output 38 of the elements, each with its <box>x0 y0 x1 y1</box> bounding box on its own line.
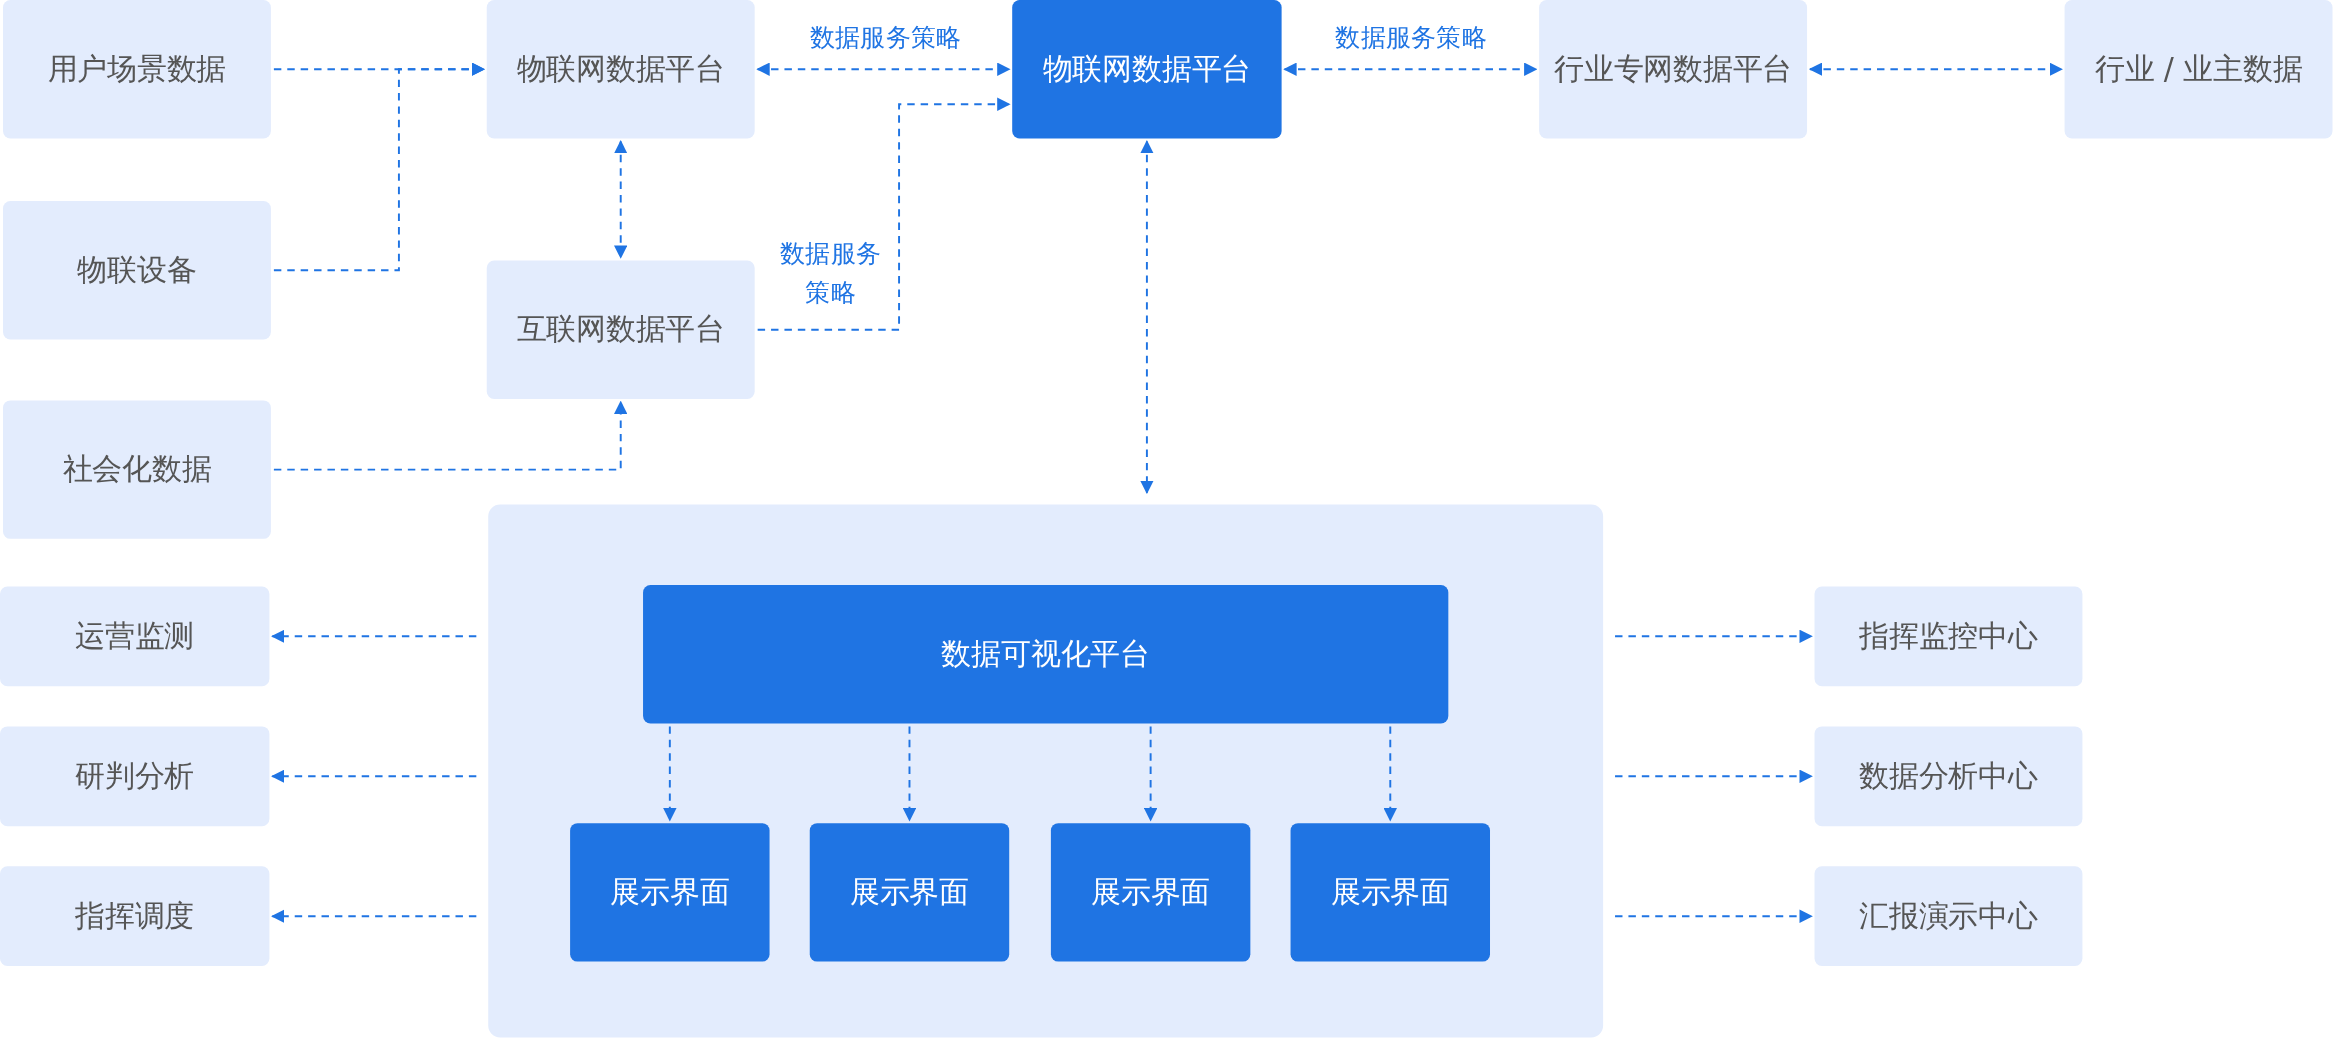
data-box: 运营监测 <box>0 586 270 687</box>
panel <box>488 504 1604 1038</box>
data-box: 指挥调度 <box>0 866 270 967</box>
data-box: 行业专网数据平台 <box>1539 0 1808 139</box>
arrow <box>1143 725 1158 822</box>
data-box: 社会化数据 <box>3 400 271 539</box>
arrow <box>1283 62 1538 76</box>
platform-box: 展示界面 <box>809 823 1010 962</box>
data-box: 数据分析中心 <box>1814 726 2083 827</box>
arrow <box>1140 140 1154 495</box>
arrow <box>614 140 628 259</box>
data-box: 互联网数据平台 <box>486 260 755 399</box>
arrow <box>756 97 1011 331</box>
arrow <box>1808 62 2063 76</box>
arrow <box>1614 909 1813 923</box>
arrow <box>902 725 917 822</box>
platform-box: 物联网数据平台 <box>1012 0 1282 139</box>
arrow <box>663 725 677 822</box>
arrow <box>271 629 478 644</box>
arrow <box>272 400 628 471</box>
data-box: 物联设备 <box>3 200 271 340</box>
arrow <box>1383 725 1397 822</box>
data-box: 用户场景数据 <box>3 0 271 139</box>
platform-box: 数据可视化平台 <box>643 585 1449 724</box>
arrow <box>271 909 478 923</box>
data-box: 汇报演示中心 <box>1814 866 2083 967</box>
arrow <box>1614 769 1813 783</box>
arrow <box>271 769 478 783</box>
arrow <box>272 62 486 272</box>
platform-box: 展示界面 <box>1290 823 1490 962</box>
arrow <box>1614 629 1813 644</box>
data-box: 物联网数据平台 <box>486 0 755 139</box>
platform-box: 展示界面 <box>1050 823 1251 962</box>
platform-box: 展示界面 <box>570 823 770 962</box>
arrow <box>756 62 1011 76</box>
data-box: 行业 / 业主数据 <box>2064 0 2333 139</box>
data-box: 指挥监控中心 <box>1814 586 2083 687</box>
data-box: 研判分析 <box>0 726 270 827</box>
